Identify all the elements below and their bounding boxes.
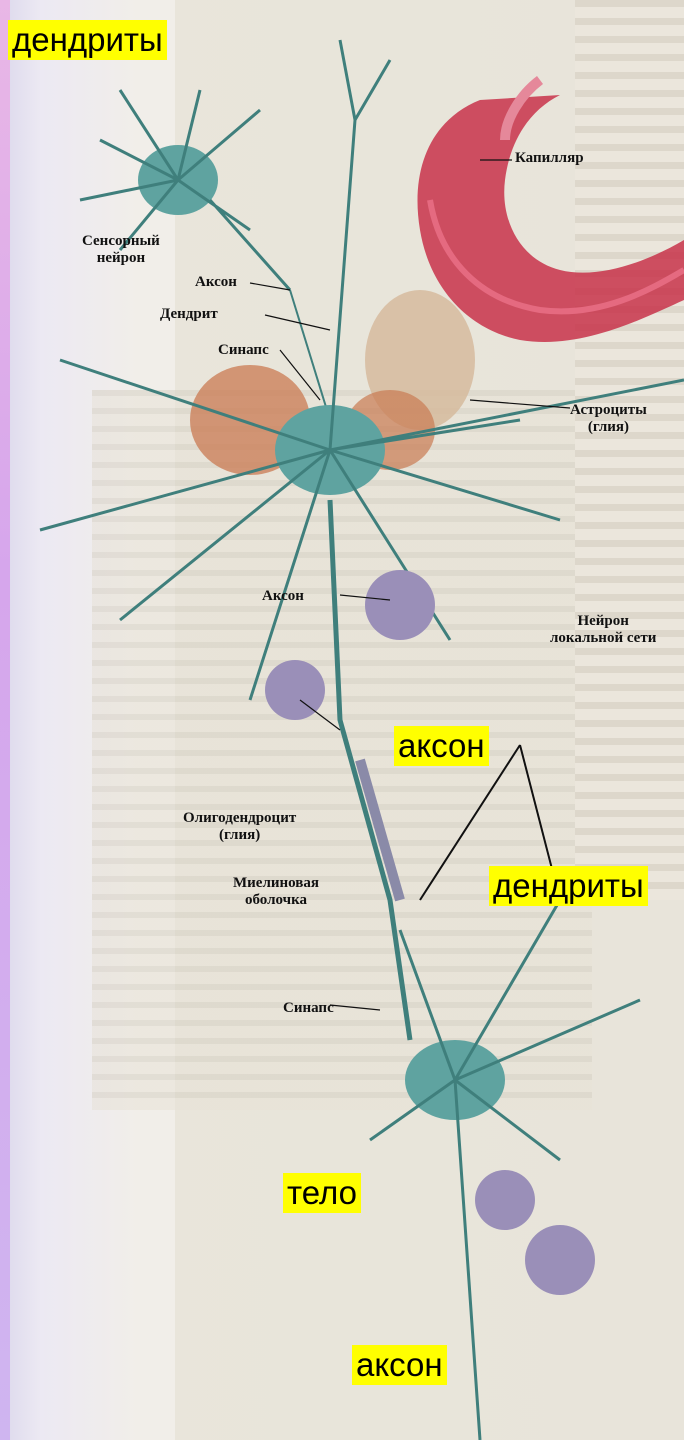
astrocytes-label: Астроциты (глия) bbox=[570, 402, 647, 436]
myelin-sheath-label: Миелиновая оболочка bbox=[233, 875, 319, 909]
oligodendrocyte-label: Олигодендроцит (глия) bbox=[183, 810, 296, 844]
axon-label-2: Аксон bbox=[262, 588, 304, 605]
synapse-label-2: Синапс bbox=[283, 1000, 334, 1017]
sensory-neuron-label: Сенсорный нейрон bbox=[82, 233, 160, 267]
capillary-vessel bbox=[418, 80, 684, 342]
dendrites-mid-label: дендриты bbox=[489, 866, 648, 906]
axon-mid-label: аксон bbox=[394, 726, 489, 766]
axon-label-1: Аксон bbox=[195, 274, 237, 291]
synapse-label-1: Синапс bbox=[218, 342, 269, 359]
dendrites-top-label: дендриты bbox=[8, 20, 167, 60]
capillary-label: Капилляр bbox=[515, 150, 584, 167]
body-label: тело bbox=[283, 1173, 361, 1213]
axon-bottom-label: аксон bbox=[352, 1345, 447, 1385]
dendrite-label: Дендрит bbox=[160, 306, 218, 323]
local-network-neuron-label: Нейрон локальной сети bbox=[550, 613, 656, 647]
